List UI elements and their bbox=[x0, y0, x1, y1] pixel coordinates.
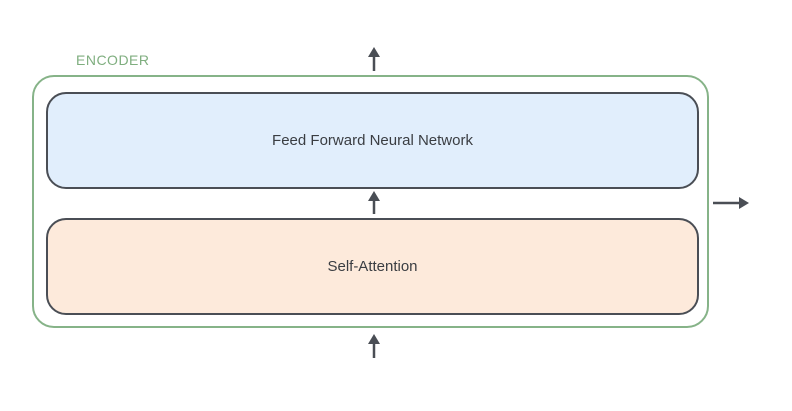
output-arrow-right-icon bbox=[713, 197, 749, 209]
feed-forward-label: Feed Forward Neural Network bbox=[272, 132, 473, 149]
encoder-label: ENCODER bbox=[76, 52, 150, 68]
self-attention-label: Self-Attention bbox=[327, 258, 418, 275]
self-attention-layer: Self-Attention bbox=[46, 218, 699, 315]
input-arrow-up-icon bbox=[368, 334, 380, 358]
attention-to-ffnn-arrow-icon bbox=[368, 191, 380, 214]
feed-forward-layer: Feed Forward Neural Network bbox=[46, 92, 699, 189]
encoder-box bbox=[32, 75, 709, 328]
output-arrow-up-icon bbox=[368, 47, 380, 71]
